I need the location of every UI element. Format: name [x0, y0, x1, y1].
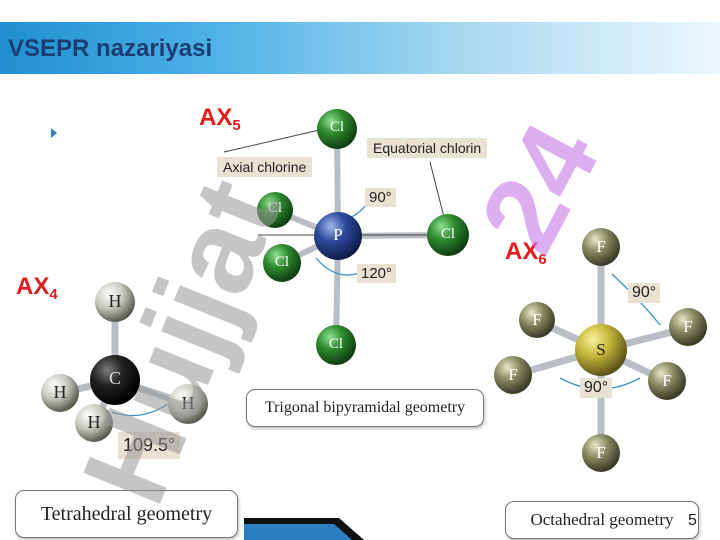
c-symbol: C [108, 368, 121, 388]
ax6-base: AX [505, 238, 539, 265]
axial-chlorine-callout: Axial chlorine [217, 157, 313, 177]
octahedral-caption: Octahedral geometry [505, 501, 699, 539]
h-symbol: H [108, 291, 122, 311]
f-atom-left [494, 356, 532, 394]
title-bar [0, 22, 720, 74]
ax6-sub: 6 [538, 251, 547, 268]
p-atom [314, 212, 362, 260]
cl-atom-axial-top [317, 109, 357, 149]
ax4-sub: 4 [49, 286, 58, 303]
f-atom-right [669, 308, 707, 346]
p-symbol: P [333, 225, 343, 244]
h-atom-front [75, 404, 113, 442]
cl-symbol: Cl [274, 254, 290, 270]
equatorial-callout-line [429, 161, 447, 226]
cl-atom-equatorial-right [427, 214, 469, 256]
bottom-decoration-arrow [244, 518, 364, 540]
trigonal-caption: Trigonal bipyramidal geometry [246, 389, 484, 427]
h-symbol: H [181, 393, 195, 413]
h-atom-left [41, 374, 79, 412]
cl-symbol: Cl [267, 200, 283, 216]
f-symbol: F [662, 371, 672, 390]
page-number: 5 [688, 512, 697, 529]
f-symbol: F [596, 237, 606, 256]
angle-label-109: 109.5° [118, 432, 181, 459]
h-symbol: H [53, 382, 67, 402]
h-symbol: H [87, 412, 101, 432]
ax5-sub: 5 [232, 117, 241, 134]
angle-arc-109 [111, 403, 169, 417]
f-symbol: F [683, 317, 693, 336]
angle-label-90: 90° [365, 188, 396, 207]
cl-atom-axial-bottom [316, 325, 356, 365]
f-atom-top [582, 228, 620, 266]
angle-label-90-bottom: 90° [580, 378, 613, 398]
s-symbol: S [596, 340, 606, 359]
bullet-arrow-icon [51, 128, 57, 138]
ax4-label: AX4 [16, 273, 58, 303]
slide-title: VSEPR nazariyasi [8, 35, 213, 62]
f-atom-bottom [582, 434, 620, 472]
c-atom [90, 355, 140, 405]
angle-label-120: 120° [357, 264, 397, 283]
tetrahedral-caption: Tetrahedral geometry [15, 490, 238, 538]
cl-atom-equatorial-left [257, 192, 293, 228]
f-atom-back-left [519, 302, 555, 338]
ax6-label: AX6 [505, 238, 547, 268]
ax5-base: AX [199, 104, 233, 131]
f-symbol: F [596, 443, 606, 462]
axial-callout-line [223, 127, 329, 153]
angle-label-90-top: 90° [628, 283, 661, 303]
cl-symbol: Cl [329, 119, 345, 135]
h-atom-right [168, 384, 208, 424]
f-atom-front-right [648, 362, 686, 400]
equatorial-chlorine-callout: Equatorial chlorin [367, 138, 488, 158]
cl-symbol: Cl [440, 226, 456, 242]
ax4-base: AX [16, 273, 50, 300]
cl-symbol: Cl [328, 336, 344, 352]
s-atom [575, 324, 627, 376]
ax5-label: AX5 [199, 104, 241, 134]
f-symbol: F [508, 365, 518, 384]
cl-atom-equatorial-front [263, 244, 301, 282]
f-symbol: F [532, 310, 542, 329]
h-atom-top [95, 282, 135, 322]
